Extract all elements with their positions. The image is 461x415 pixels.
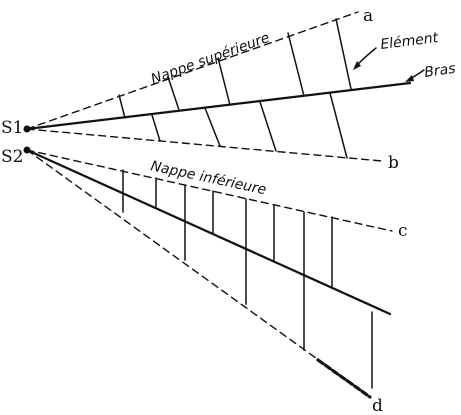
vertex-s1 xyxy=(23,125,31,133)
element-upper-2 xyxy=(167,76,180,111)
arm-upper xyxy=(25,81,412,131)
lower-sheet xyxy=(25,148,393,399)
dashed-ray-b xyxy=(26,128,383,162)
label-nappe-inferieure: Nappe inférieure xyxy=(149,158,267,198)
label-bras: Bras xyxy=(423,61,456,81)
element-upper-6 xyxy=(151,114,161,142)
dashed-ray-d xyxy=(26,149,371,398)
element-upper-5 xyxy=(335,18,352,90)
element-upper-8 xyxy=(259,101,277,152)
element-upper-7 xyxy=(204,107,221,147)
dashed-ray-c xyxy=(26,149,393,232)
upper-sheet xyxy=(25,11,412,162)
label-d: d xyxy=(372,396,383,415)
vertex-s2 xyxy=(23,146,31,154)
element-upper-9 xyxy=(329,92,348,159)
element-leader-arrow xyxy=(353,61,361,70)
bras-leader-arrow xyxy=(405,75,414,82)
element-upper-4 xyxy=(287,32,305,97)
element-upper-3 xyxy=(217,57,231,106)
label-c: c xyxy=(398,221,408,241)
label-s2: S2 xyxy=(1,147,23,167)
dashed-ray-a xyxy=(26,11,359,130)
label-b: b xyxy=(388,153,399,173)
label-element: Elément xyxy=(380,30,440,53)
dashed-ray-d-bold-end xyxy=(316,358,372,399)
element-leader xyxy=(355,47,377,67)
leaders xyxy=(353,47,425,82)
label-a: a xyxy=(363,6,373,26)
element-upper-1 xyxy=(118,94,126,119)
label-nappe-superieure: Nappe supérieure xyxy=(149,30,272,88)
arm-lower xyxy=(25,148,392,316)
label-s1: S1 xyxy=(1,118,23,138)
